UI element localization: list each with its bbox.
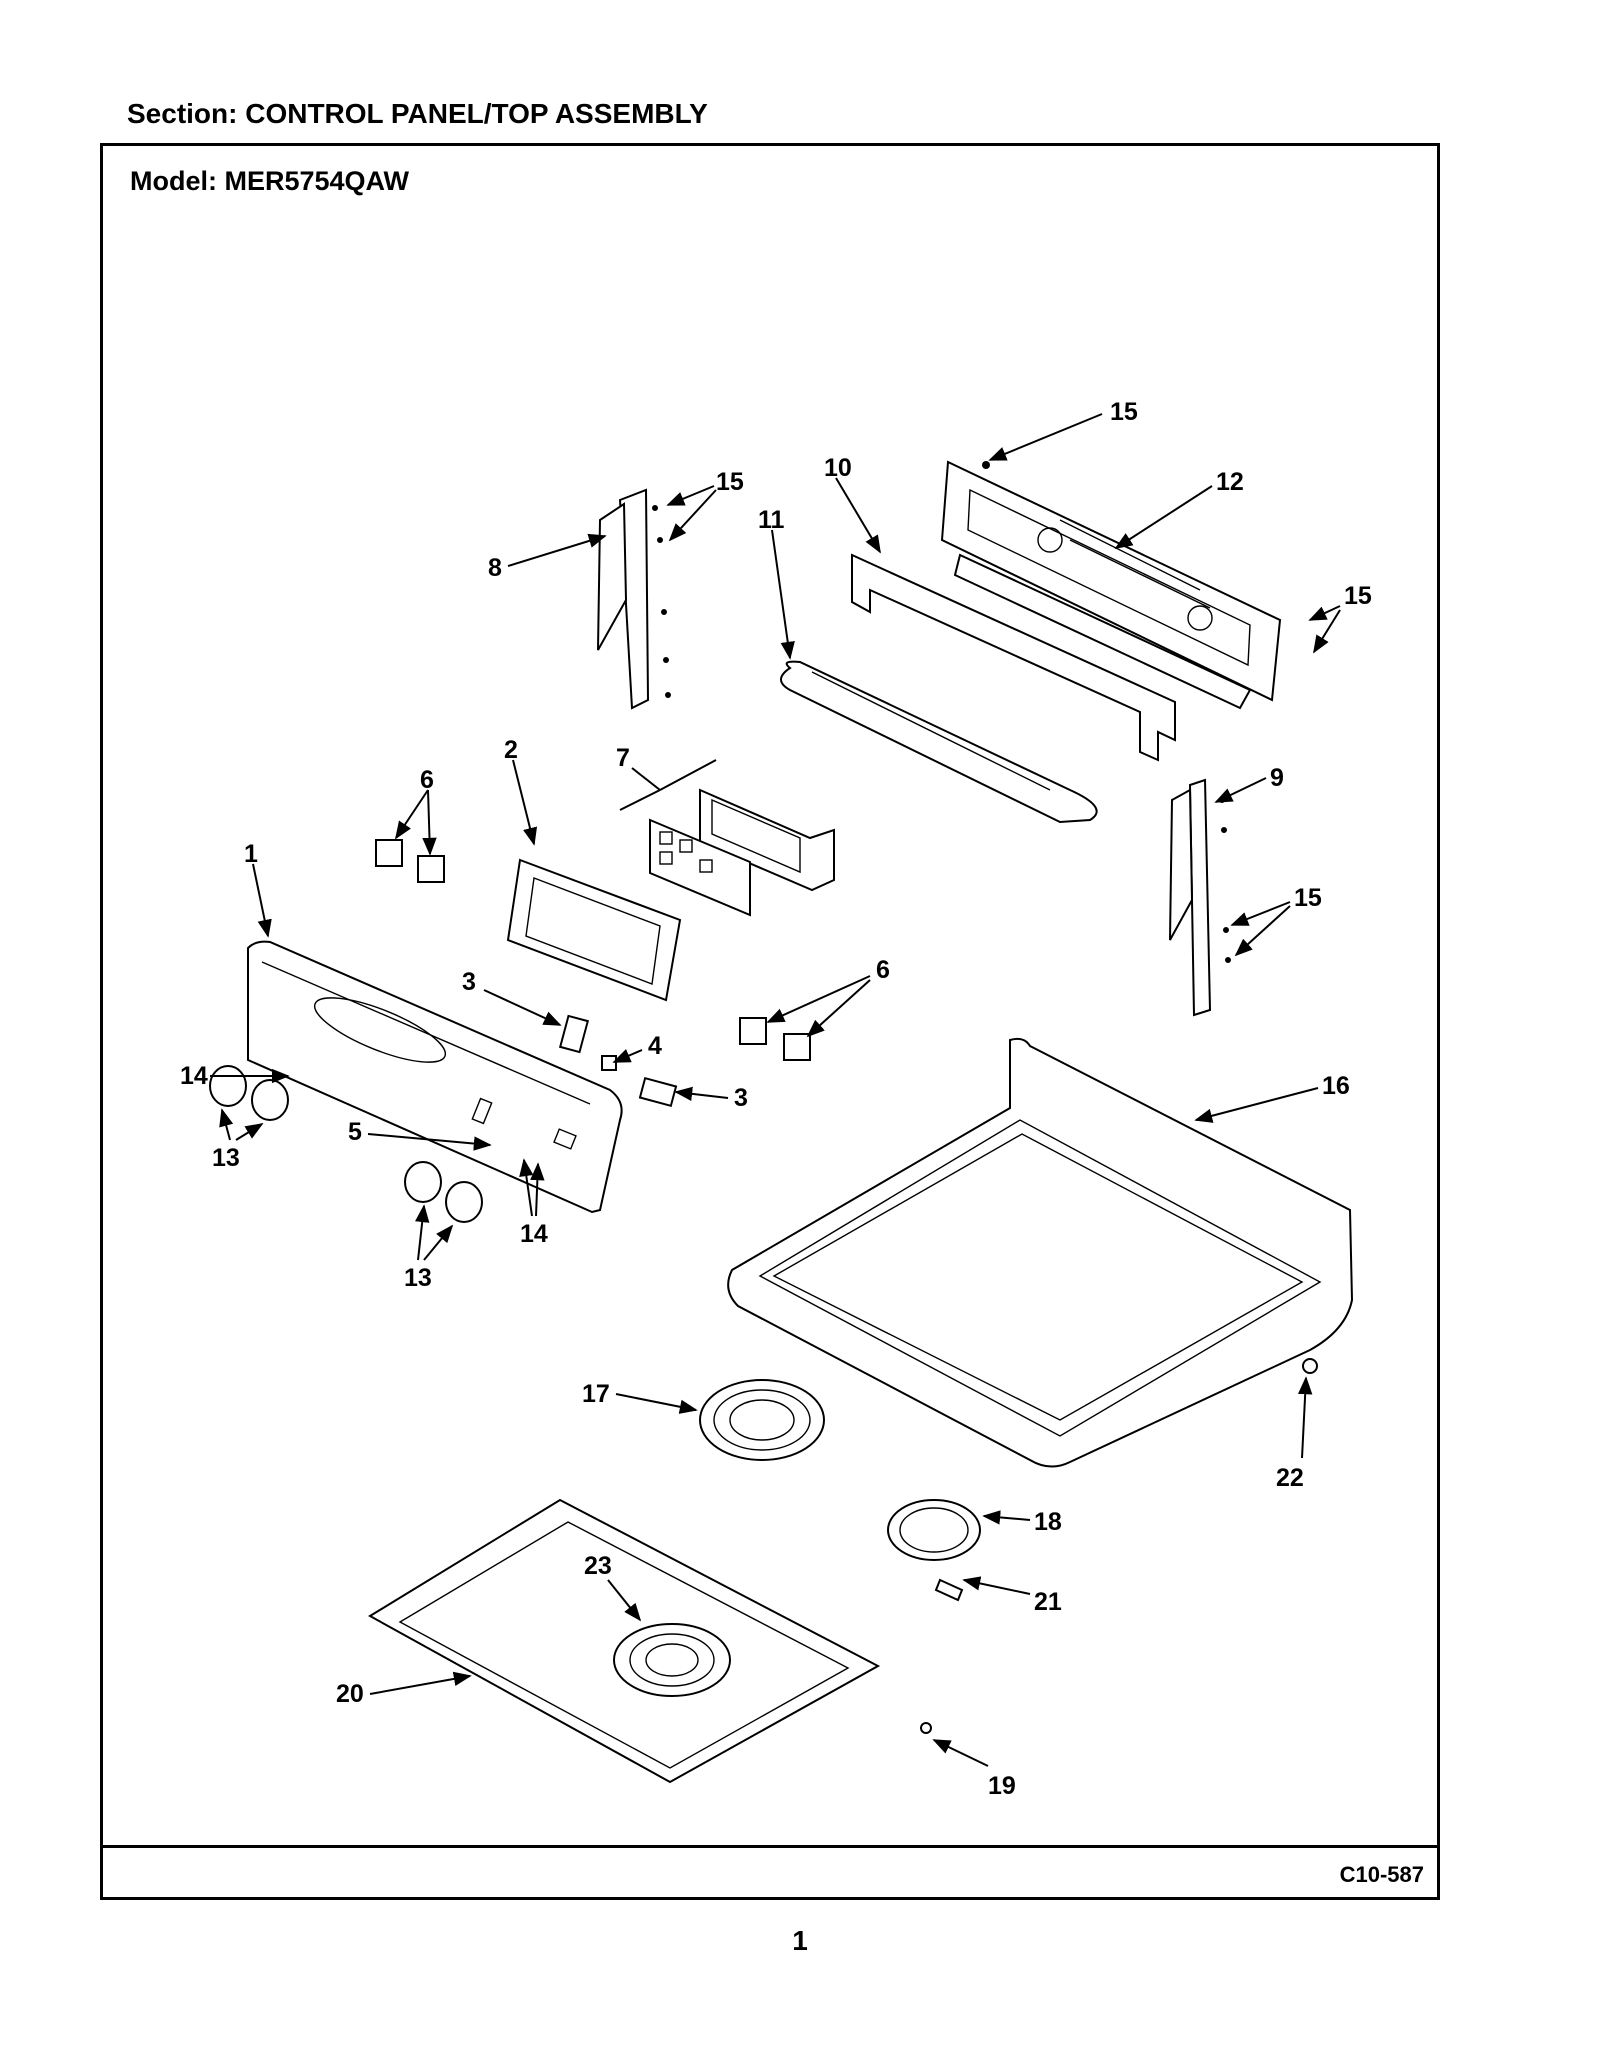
model-title: Model: MER5754QAW [130, 166, 410, 196]
footer-rule [103, 1845, 1437, 1848]
stop-part-22 [1302, 1358, 1318, 1374]
right-bracket-part-9 [1169, 778, 1231, 1017]
page-number: 1 [792, 1925, 808, 1956]
callout-15: 15 [1294, 884, 1322, 912]
section-title: Section: CONTROL PANEL/TOP ASSEMBLY [127, 98, 708, 129]
callout-15: 15 [1110, 398, 1138, 426]
switch-part-6 [375, 839, 811, 1061]
callout-22: 22 [1276, 1464, 1304, 1492]
callout-14: 14 [520, 1220, 548, 1248]
callout-5: 5 [348, 1118, 362, 1146]
callout-labels: 15 15 15 15 12 10 11 8 9 7 2 6 6 1 3 3 4… [180, 398, 1372, 1800]
callout-11: 11 [758, 506, 785, 534]
callout-4: 4 [648, 1032, 662, 1060]
callout-9: 9 [1270, 764, 1284, 792]
callout-16: 16 [1322, 1072, 1350, 1100]
indicator-part-4 [601, 1055, 617, 1071]
callout-15: 15 [716, 468, 744, 496]
exploded-parts-diagram: 15 15 15 15 12 10 11 8 9 7 2 6 6 1 3 3 4… [180, 398, 1372, 1800]
callout-8: 8 [488, 554, 502, 582]
callout-14: 14 [180, 1062, 208, 1090]
callout-2: 2 [504, 736, 518, 764]
callout-23: 23 [584, 1552, 612, 1580]
screw-part-19 [920, 1722, 932, 1734]
callout-12: 12 [1216, 468, 1244, 496]
callout-18: 18 [1034, 1508, 1062, 1536]
callout-6: 6 [876, 956, 890, 984]
rear-bracket-part-12 [940, 460, 1282, 710]
knob-part-13 [209, 1065, 483, 1223]
callout-1: 1 [244, 840, 258, 868]
electronic-control-part-7 [649, 788, 835, 917]
callout-15: 15 [1344, 582, 1372, 610]
callout-13: 13 [404, 1264, 432, 1292]
left-bracket-part-8 [597, 488, 671, 710]
callout-20: 20 [336, 1680, 364, 1708]
callout-6: 6 [420, 766, 434, 794]
radiant-element-part-18 [887, 1499, 981, 1561]
callout-3: 3 [734, 1084, 748, 1112]
display-window-part-2 [506, 858, 682, 1002]
radiant-element-part-23 [613, 1623, 731, 1697]
drawing-code: C10-587 [1339, 1862, 1424, 1887]
callout-13: 13 [212, 1144, 240, 1172]
callout-17: 17 [582, 1380, 610, 1408]
clip-part-21 [934, 1578, 964, 1602]
leader-lines [210, 413, 1341, 1767]
radiant-element-part-17 [699, 1379, 825, 1461]
panel-trim-part-11 [780, 660, 1098, 824]
callout-19: 19 [988, 1772, 1016, 1800]
callout-7: 7 [616, 744, 630, 772]
drawing-frame: Model: MER5754QAW C10-587 [100, 143, 1440, 1900]
callout-10: 10 [824, 454, 852, 482]
callout-21: 21 [1034, 1588, 1062, 1616]
cooktop-part-16 [727, 1037, 1354, 1468]
trim-panel-part-10 [851, 553, 1176, 762]
control-panel-part-1 [247, 940, 623, 1214]
callout-3: 3 [462, 968, 476, 996]
rocker-switch-part-3 [558, 1014, 678, 1108]
